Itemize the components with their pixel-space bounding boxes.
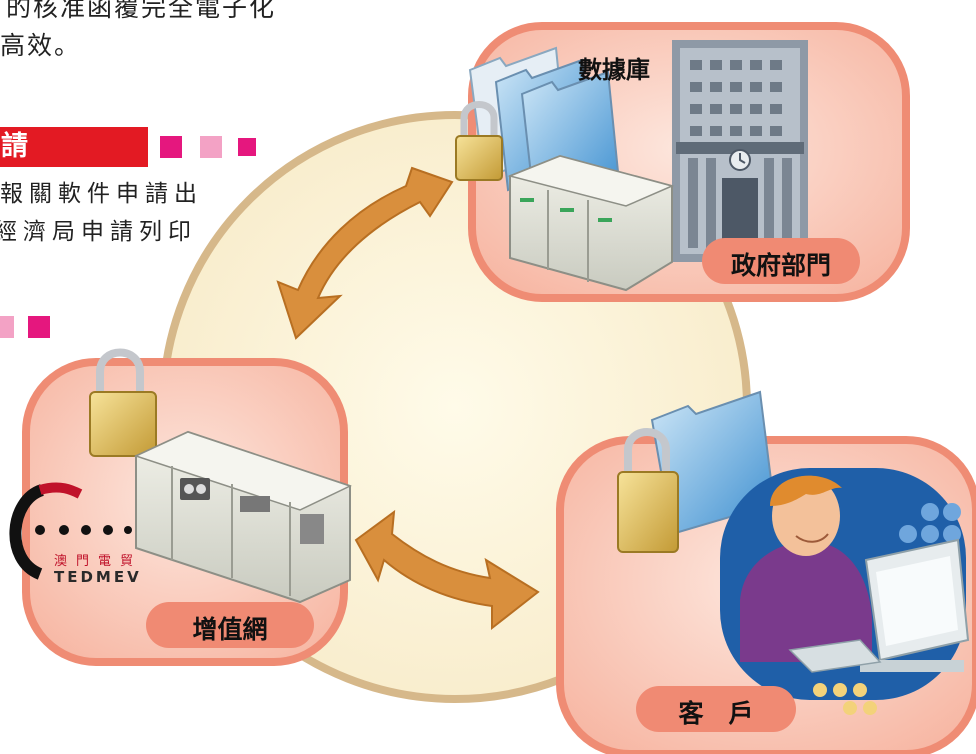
intro-line-2: 高效。 bbox=[0, 31, 82, 60]
decor-square bbox=[0, 316, 14, 338]
intro-line-1: 的核准函覆完全電子化 bbox=[6, 0, 277, 22]
lock-icon bbox=[89, 348, 157, 457]
van-label: 增值網 bbox=[192, 615, 268, 644]
decor-square bbox=[200, 136, 222, 158]
client-label-pill bbox=[636, 686, 796, 732]
lock-icon bbox=[617, 428, 679, 553]
government-building bbox=[672, 40, 808, 262]
decor-square bbox=[28, 316, 50, 338]
government-label-pill bbox=[702, 238, 860, 284]
van-label-pill bbox=[146, 602, 314, 648]
body-line-2: 經濟局申請列印 bbox=[0, 219, 197, 245]
logo-name-zh: 澳門電貿 bbox=[54, 554, 143, 569]
van-server-icon bbox=[133, 430, 352, 604]
section-heading: 申請 bbox=[0, 131, 28, 162]
body-line-1: 報關軟件申請出 bbox=[0, 181, 203, 207]
arrow-van-client bbox=[354, 509, 540, 631]
tedmev-logo-mark bbox=[9, 482, 132, 580]
lock-icon bbox=[455, 101, 503, 181]
decor-square bbox=[238, 138, 256, 156]
database-label: 數據庫 bbox=[578, 56, 650, 84]
logo-name-en: TEDMEV bbox=[54, 568, 142, 586]
database-server-icon bbox=[507, 154, 675, 292]
arrow-van-government bbox=[276, 166, 454, 340]
decor-square bbox=[160, 136, 182, 158]
section-heading-bar bbox=[0, 127, 148, 167]
folder-stack-icon bbox=[468, 46, 620, 204]
client-scene bbox=[720, 468, 970, 715]
client-label: 客 戶 bbox=[678, 699, 754, 728]
government-label: 政府部門 bbox=[730, 251, 831, 280]
